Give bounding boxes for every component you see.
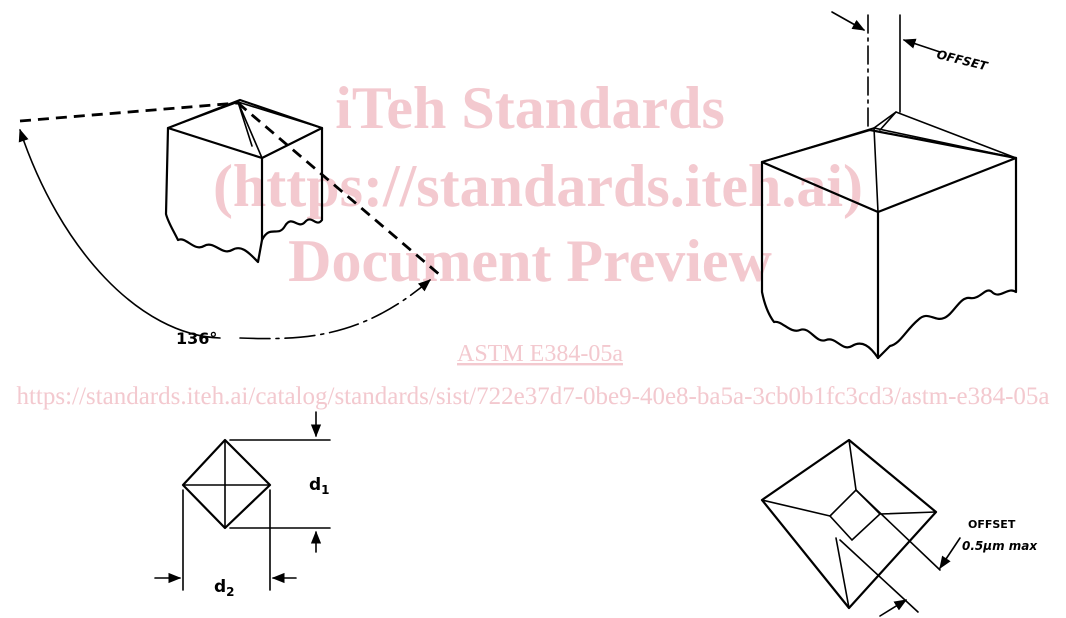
indenter-block-outline	[164, 98, 324, 264]
watermark-url[interactable]: https://standards.iteh.ai/catalog/standa…	[16, 383, 1049, 410]
d2-label: d2	[214, 577, 235, 599]
angle-arc	[18, 128, 221, 339]
offset-label-bottom: OFFSET	[968, 518, 1016, 531]
d1-label: d1	[309, 475, 330, 497]
offset-limit-label: 0.5μm max	[962, 539, 1038, 553]
watermark-doc-link[interactable]: ASTM E384-05a	[457, 341, 623, 367]
angle-line-1	[19, 101, 239, 123]
watermark-line-1: iTeh Standards	[335, 75, 725, 141]
watermark: iTeh Standards (https://standards.iteh.a…	[16, 75, 1049, 410]
indentation-diagonals: d1 d2	[154, 411, 331, 599]
offset-block-outline	[760, 128, 1018, 360]
angle-label: 136°	[176, 329, 217, 348]
indenter-angle-view: 136°	[18, 98, 441, 348]
indentation-offset-view: OFFSET 0.5μm max	[760, 438, 1038, 617]
offset-label-top: OFFSET	[935, 47, 989, 73]
watermark-line-3: Document Preview	[288, 228, 772, 294]
offset-indentation-outline	[760, 438, 938, 610]
indentation-outline	[181, 438, 272, 530]
angle-line-2	[237, 101, 441, 277]
